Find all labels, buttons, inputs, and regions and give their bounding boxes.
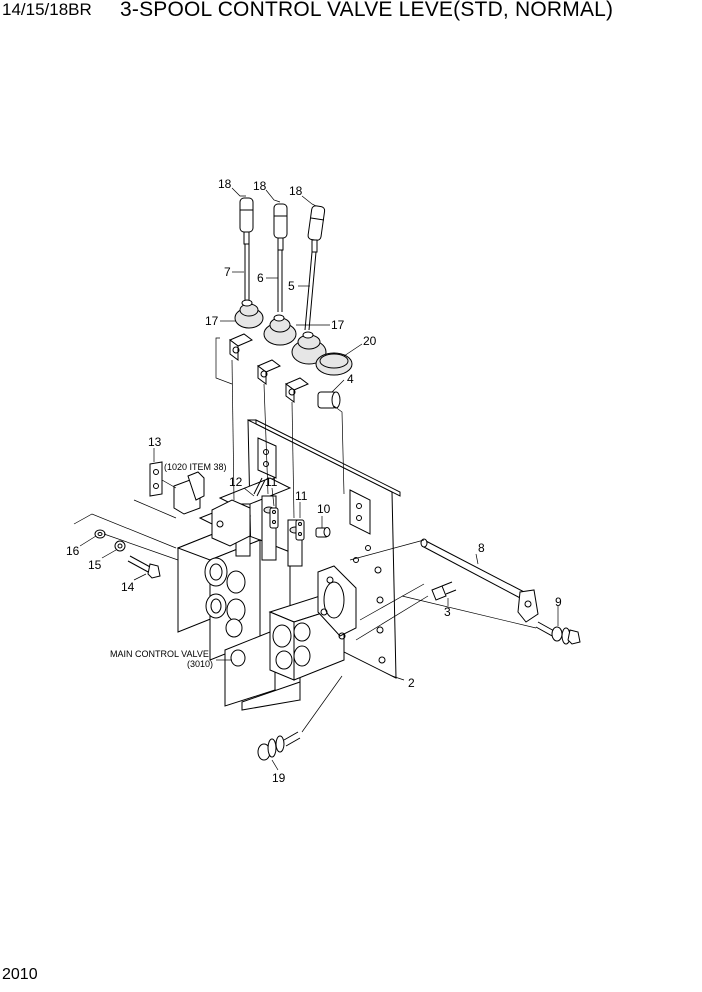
callout-7: 7	[224, 265, 231, 279]
callout-19: 19	[272, 771, 286, 785]
plate-11-right	[295, 519, 305, 541]
callout-5: 5	[288, 279, 295, 293]
callout-11-right: 11	[295, 489, 308, 503]
main-valve-label: MAIN CONTROL VALVE	[110, 649, 209, 659]
callout-4: 4	[347, 372, 354, 386]
page-title: 3-SPOOL CONTROL VALVE LEVE(STD, NORMAL)	[120, 0, 614, 21]
page-number: 2010	[2, 966, 38, 983]
plate-bracket-right	[349, 489, 371, 535]
callout-12: 12	[229, 475, 243, 489]
model-code: 14/15/18BR	[2, 0, 92, 19]
callout-17-left: 17	[205, 314, 219, 328]
callout-14: 14	[121, 580, 135, 594]
callout-15: 15	[88, 558, 102, 572]
callout-16: 16	[66, 544, 80, 558]
callout-10: 10	[317, 502, 331, 516]
reference-note: (1020 ITEM 38)	[164, 462, 227, 472]
switch-bracket	[149, 461, 163, 497]
callout-17-right: 17	[331, 318, 345, 332]
bolt-14	[127, 555, 161, 579]
lever-left	[229, 197, 264, 361]
leader-lines	[73, 187, 559, 771]
switch-assembly	[173, 471, 251, 547]
lever-right	[285, 205, 327, 403]
main-valve-ref: (3010)	[187, 659, 213, 669]
cover-cap	[315, 352, 353, 376]
callout-labels: 18 18 18 7 6 5 17 17 20 4 13 12 11 11 10…	[66, 177, 562, 785]
callout-18-right: 18	[289, 184, 303, 198]
callout-18-middle: 18	[253, 179, 267, 193]
callout-2: 2	[408, 676, 415, 690]
callout-18-left: 18	[218, 177, 232, 191]
lever-middle	[257, 203, 297, 385]
callout-9: 9	[555, 595, 562, 609]
pin-10	[315, 527, 331, 538]
callout-13: 13	[148, 435, 162, 449]
callout-8: 8	[478, 541, 485, 555]
bolt-19	[257, 731, 301, 761]
bushing	[317, 391, 341, 409]
plate-11-left	[269, 507, 279, 529]
rod-8	[420, 538, 539, 623]
callout-11-left: 11	[265, 475, 278, 489]
washer-16	[94, 529, 106, 539]
bolt-3	[431, 581, 457, 601]
washer-15	[114, 540, 126, 552]
bolt-12	[253, 477, 266, 497]
callout-6: 6	[257, 271, 264, 285]
callout-3: 3	[444, 605, 451, 619]
callout-20: 20	[363, 334, 377, 348]
bolt-9	[535, 621, 581, 645]
